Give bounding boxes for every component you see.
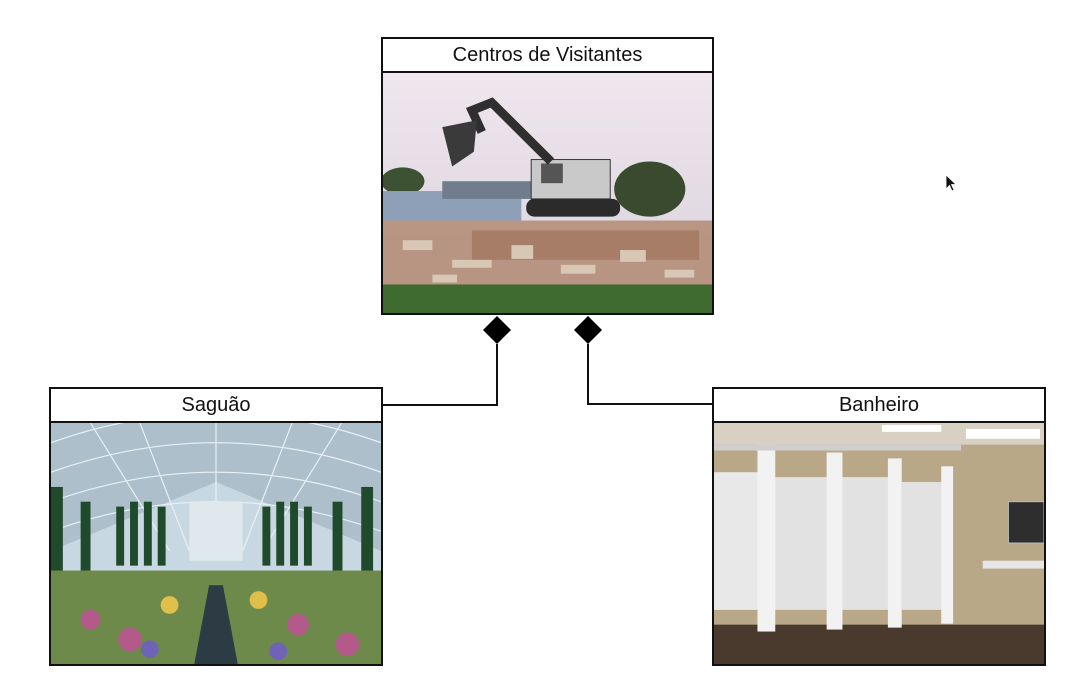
- parent-class-title: Centros de Visitantes: [383, 39, 712, 73]
- child-class-title: Banheiro: [714, 389, 1044, 423]
- restroom-stalls-photo: [714, 423, 1044, 664]
- demolition-excavator-photo: [383, 73, 712, 313]
- child-class-title: Saguão: [51, 389, 381, 423]
- mouse-pointer-icon: [945, 174, 958, 192]
- composition-diamond-icon: [574, 316, 602, 344]
- parent-class-box[interactable]: Centros de Visitantes: [381, 37, 714, 315]
- connector-saguao: [381, 344, 498, 406]
- child-class-box-saguao[interactable]: Saguão: [49, 387, 383, 666]
- child-class-box-banheiro[interactable]: Banheiro: [712, 387, 1046, 666]
- glass-conservatory-garden-photo: [51, 423, 381, 664]
- connector-banheiro: [587, 344, 713, 405]
- composition-diamond-icon: [483, 316, 511, 344]
